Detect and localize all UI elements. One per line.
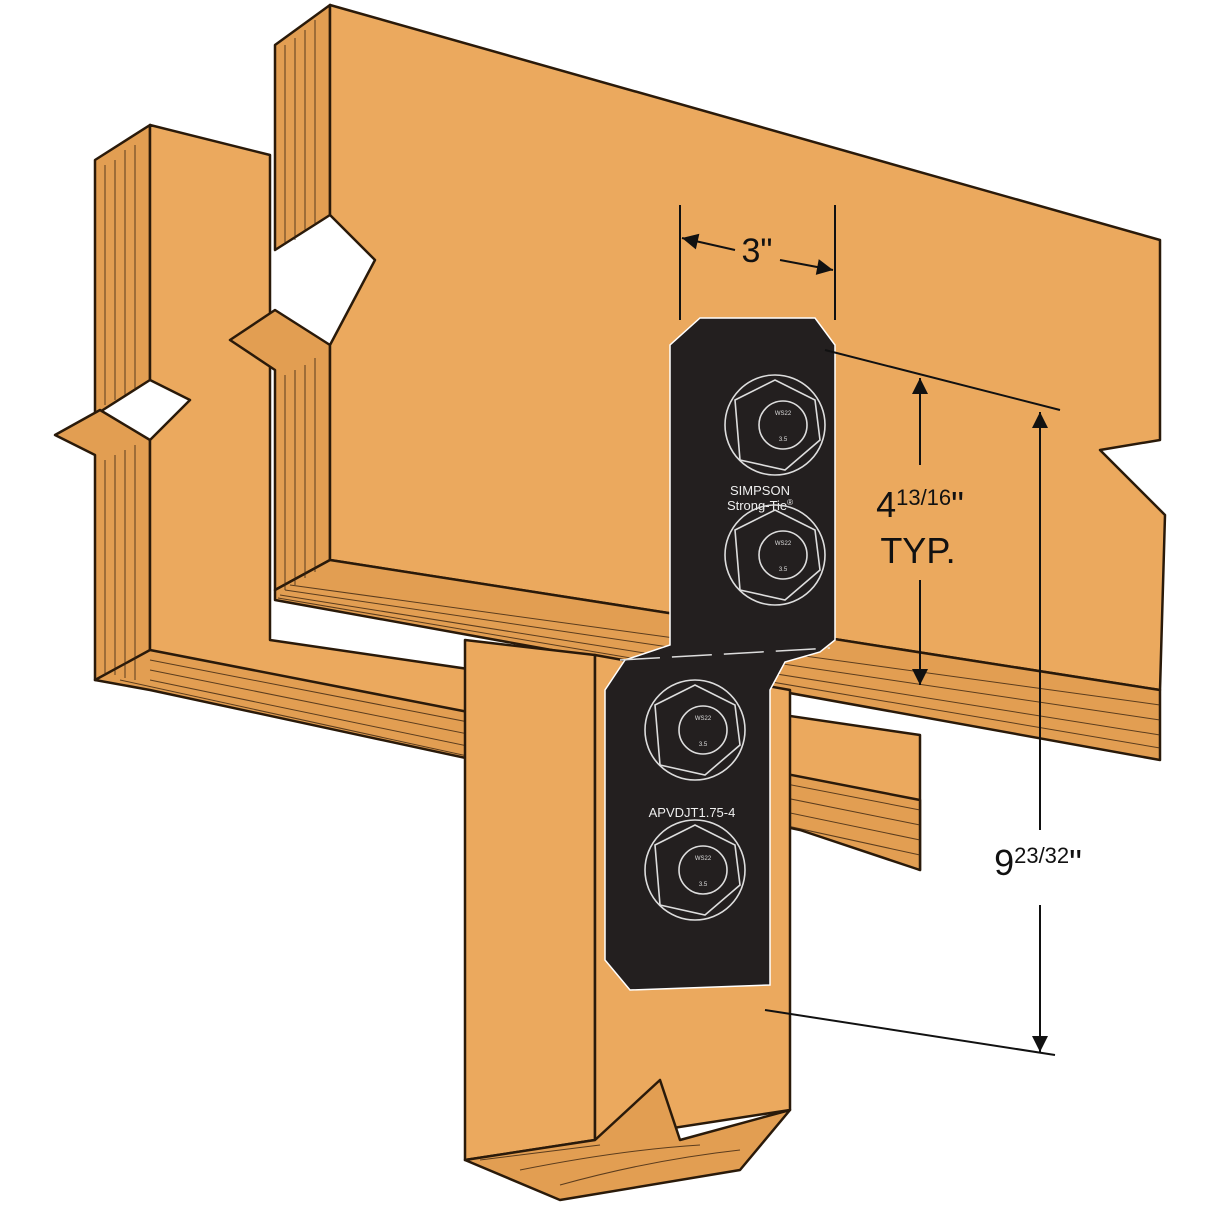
svg-text:3.5: 3.5 — [699, 742, 708, 748]
brand-line1: SIMPSON — [730, 483, 790, 498]
svg-text:3.5: 3.5 — [699, 882, 708, 888]
bolt-icon: WS22 3.5 — [724, 374, 826, 476]
svg-text:TYP.: TYP. — [880, 530, 955, 571]
svg-text:3.5: 3.5 — [779, 437, 788, 443]
bracket-plate: WS22 3.5 SIMPSON Strong-Tie® WS22 3.5 WS22… — [604, 317, 836, 991]
bolt-icon: WS22 3.5 — [644, 819, 746, 921]
dimension-overall: 923/32" — [764, 412, 1082, 1056]
bolt-icon: WS22 3.5 — [724, 504, 826, 606]
svg-text:WS22: WS22 — [695, 856, 712, 862]
svg-text:WS22: WS22 — [775, 541, 792, 547]
brand-line2: Strong-Tie® — [727, 498, 793, 513]
bolt-icon: WS22 3.5 — [644, 679, 746, 781]
svg-text:923/32": 923/32" — [994, 842, 1082, 883]
svg-text:3.5: 3.5 — [779, 567, 788, 573]
svg-text:WS22: WS22 — [695, 716, 712, 722]
svg-text:3": 3" — [742, 232, 773, 270]
svg-text:413/16": 413/16" — [876, 484, 964, 525]
model-number: APVDJT1.75-4 — [649, 805, 736, 820]
svg-text:WS22: WS22 — [775, 411, 792, 417]
dimension-width: 3" — [679, 205, 836, 320]
dimension-bolt-spacing: 413/16" TYP. — [824, 349, 1061, 685]
